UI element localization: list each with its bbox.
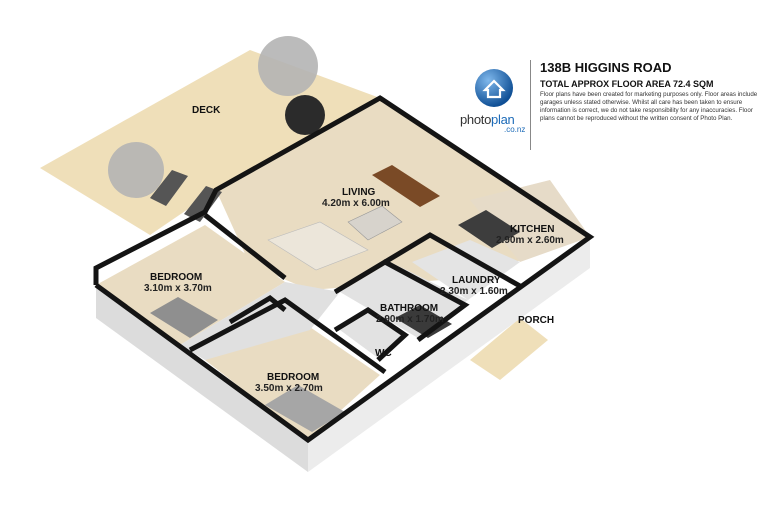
wall-bedroom2 xyxy=(188,297,387,375)
laundry-floor xyxy=(412,240,520,300)
outer-wall xyxy=(93,95,595,444)
walls xyxy=(93,95,595,444)
logo-word-photo: photo xyxy=(460,112,492,127)
porch-label: PORCH xyxy=(518,315,554,326)
sofa xyxy=(347,205,403,241)
bedroom1-size: 3.10m x 3.70m xyxy=(144,283,212,294)
porch-area xyxy=(470,318,548,380)
bathroom-size: 2.90m x 1.70m xyxy=(376,314,444,325)
deck-dining-table xyxy=(285,95,325,135)
deck-label: DECK xyxy=(192,105,221,116)
info-panel: photoplan .co.nz 138B HIGGINS ROAD TOTAL… xyxy=(460,58,760,158)
kitchen-bench xyxy=(458,210,520,248)
umbrella-1 xyxy=(258,36,318,96)
photoplan-logo: photoplan .co.nz xyxy=(460,68,530,134)
living-size: 4.20m x 6.00m xyxy=(322,198,390,209)
wall-wc xyxy=(333,307,410,362)
logo-domain: .co.nz xyxy=(504,125,526,134)
wall-bathroom xyxy=(333,259,470,343)
exterior-wall-face-right xyxy=(308,237,590,472)
bedroom2-label: BEDROOM xyxy=(267,372,319,383)
bed-bedroom2 xyxy=(265,385,345,432)
property-title: 138B HIGGINS ROAD xyxy=(540,60,672,75)
sun-lounger-1 xyxy=(150,170,188,206)
wall-living-bedroom xyxy=(203,213,287,280)
kitchen-size: 2.90m x 2.60m xyxy=(496,235,564,246)
wc-label: WC xyxy=(375,348,392,359)
hallway-floor xyxy=(180,282,340,360)
wall-closets xyxy=(228,294,287,325)
wall-laundry xyxy=(383,232,522,289)
bathroom-label: BATHROOM xyxy=(380,303,438,314)
house-globe-icon xyxy=(475,69,513,107)
logo-wordmark: photoplan xyxy=(460,112,515,127)
kitchen-floor xyxy=(470,180,590,262)
bedroom2-size: 3.50m x 2.70m xyxy=(255,383,323,394)
bed-bedroom1 xyxy=(150,297,218,338)
laundry-label: LAUNDRY xyxy=(452,275,501,286)
rug xyxy=(267,221,369,271)
bedroom1-floor xyxy=(96,225,285,345)
bedroom1-label: BEDROOM xyxy=(150,272,202,283)
umbrella-2 xyxy=(108,142,164,198)
exterior-wall-face xyxy=(96,285,308,472)
header-divider xyxy=(530,60,531,150)
bath-tub xyxy=(395,305,452,338)
floor-area-subtitle: TOTAL APPROX FLOOR AREA 72.4 SQM xyxy=(540,79,714,89)
laundry-size: 2.30m x 1.60m xyxy=(440,286,508,297)
wc-floor xyxy=(340,312,405,358)
dining-table xyxy=(372,165,440,207)
living-label: LIVING xyxy=(342,187,376,198)
kitchen-label: KITCHEN xyxy=(510,224,554,235)
logo-word-plan: plan xyxy=(491,112,515,127)
disclaimer-text: Floor plans have been created for market… xyxy=(540,91,758,122)
